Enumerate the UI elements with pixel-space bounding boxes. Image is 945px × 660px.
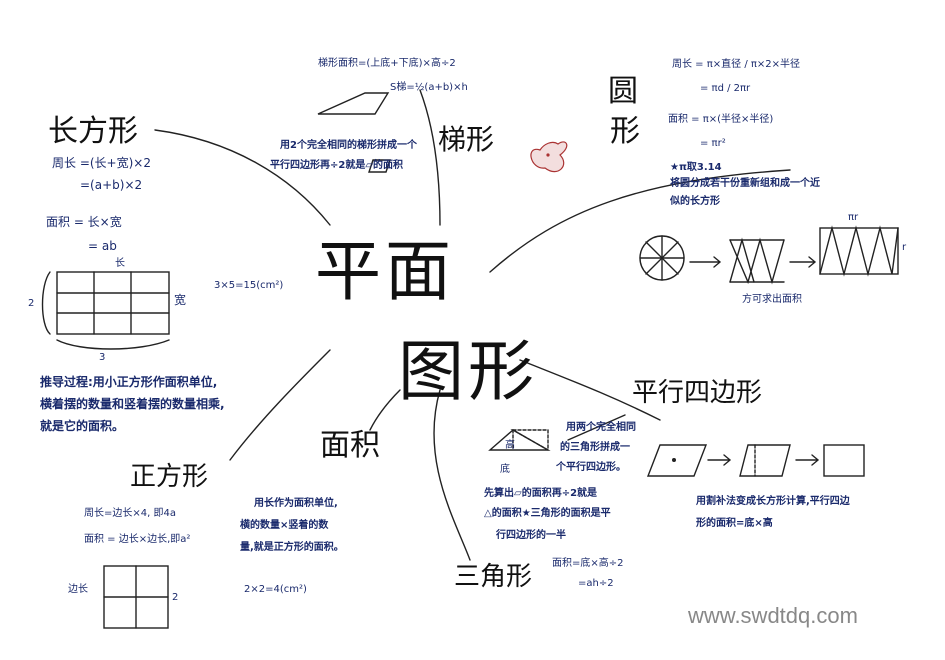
parallelogram-diagram (646, 444, 708, 477)
center-title-line2: 图形 (398, 333, 538, 410)
triangle-note-2: 的三角形拼成一 (560, 442, 630, 453)
circle-area-1: 面积 = π×(半径×半径) (668, 114, 774, 125)
sector-strips-diagram (729, 237, 785, 285)
triangle-formula-2: =ah÷2 (578, 578, 614, 589)
circle-area-2: = πr² (700, 138, 726, 149)
circle-sector-diagram (639, 235, 685, 281)
squirrel-doodle-icon (530, 141, 568, 173)
square-note-2: 横的数量×竖着的数 (240, 520, 329, 531)
rectangle-perimeter-2: =(a+b)×2 (80, 178, 143, 192)
triangle-pointer-line (567, 414, 626, 441)
triangle-diagram (488, 429, 551, 452)
triangle-derive-3: 行四边形的一半 (496, 530, 566, 541)
circle-title-2: 形 (610, 114, 640, 149)
triangle-title: 三角形 (454, 562, 533, 592)
arrow-2-icon (789, 256, 817, 268)
rectangle-label-2: 2 (28, 298, 35, 309)
triangle-label-base: 底 (500, 464, 510, 475)
approx-rectangle-diagram (819, 225, 899, 277)
trapezoid-formula-1: 梯形面积=(上底+下底)×高÷2 (318, 58, 456, 69)
parallelogram-title: 平行四边形 (632, 378, 763, 408)
trapezoid-note-1: 用2个完全相同的梯形拼成一个 (280, 140, 417, 151)
parallelogram-mini-shape (368, 159, 391, 173)
trapezoid-formula-2: S梯=½(a+b)×h (390, 82, 468, 93)
watermark: www.swdtdq.com (688, 603, 858, 628)
trapezoid-note-2: 平行四边形再÷2就是▱的面积 (270, 160, 404, 171)
square-perimeter: 周长=边长×4, 即4a (84, 508, 176, 519)
triangle-note-1: 用两个完全相同 (566, 422, 636, 433)
triangle-note-3: 个平行四边形。 (556, 462, 626, 473)
branch-trapezoid (419, 89, 441, 226)
triangle-formula-1: 面积=底×高÷2 (552, 558, 624, 569)
rectangle-title: 长方形 (48, 114, 138, 149)
center-title-line1: 平面 (315, 233, 455, 310)
branch-triangle (433, 389, 471, 561)
square-calc: 2×2=4(cm²) (244, 584, 307, 595)
triangle-derive-2: △的面积★三角形的面积是平 (484, 508, 611, 519)
square-note-1: 用长作为面积单位, (254, 498, 338, 509)
rectangle-left-brace (41, 271, 51, 335)
square-label-2: 2 (172, 592, 179, 603)
triangle-label-height: 高 (505, 440, 515, 451)
rectangle-perimeter-1: 周长 =(长+宽)×2 (52, 156, 151, 170)
rectangle-area-1: 面积 = 长×宽 (46, 215, 122, 229)
rectangle-bottom-brace (56, 339, 170, 350)
circle-label-r: r (902, 242, 907, 253)
rectangle-calc: 3×5=15(cm²) (214, 280, 284, 291)
rectangle-label-long: 长 (115, 258, 125, 269)
rectangle-label-wide: 宽 (174, 293, 187, 307)
square-grid (103, 565, 169, 629)
square-area: 面积 = 边长×边长,即a² (84, 534, 191, 545)
branch-circle (489, 169, 791, 273)
circle-note-3: 似的长方形 (670, 196, 720, 207)
triangle-derive-1: 先算出▱的面积再÷2就是 (484, 488, 598, 499)
trapezoid-shape (317, 92, 390, 115)
circle-perimeter-1: 周长 = π×直径 / π×2×半径 (672, 59, 801, 70)
circle-label-pir: πr (848, 212, 859, 223)
result-rectangle-diagram (823, 444, 865, 477)
cut-parallelogram-diagram (739, 444, 791, 477)
rectangle-derivation-1: 推导过程:用小正方形作面积单位, (40, 375, 218, 389)
branch-parallelogram (519, 359, 661, 421)
square-note-3: 量,就是正方形的面积。 (240, 542, 344, 553)
arrow-3-icon (707, 454, 732, 466)
square-title: 正方形 (130, 462, 209, 492)
circle-perimeter-2: = πd / 2πr (700, 83, 751, 94)
branch-area (369, 389, 401, 431)
circle-note-2: 将圆分成若干份重新组和成一个近 (670, 178, 820, 189)
area-branch-title: 面积 (320, 428, 380, 463)
arrow-1-icon (689, 256, 722, 268)
circle-caption: 方可求出面积 (742, 294, 802, 305)
rectangle-area-2: = ab (88, 239, 117, 253)
trapezoid-title: 梯形 (438, 123, 495, 156)
branch-rectangle (154, 129, 331, 226)
rectangle-grid (56, 271, 170, 335)
rectangle-derivation-3: 就是它的面积。 (40, 419, 125, 433)
rectangle-derivation-2: 横着摆的数量和竖着摆的数量相乘, (40, 397, 225, 411)
square-label-side: 边长 (68, 584, 88, 595)
parallelogram-note-1: 用割补法变成长方形计算,平行四边 (696, 496, 850, 507)
circle-note-1: ★π取3.14 (670, 162, 722, 173)
parallelogram-note-2: 形的面积=底×高 (696, 518, 773, 529)
arrow-4-icon (795, 454, 820, 466)
circle-title-1: 圆 (608, 74, 638, 109)
rectangle-label-3: 3 (99, 352, 106, 363)
branch-square (229, 349, 331, 461)
